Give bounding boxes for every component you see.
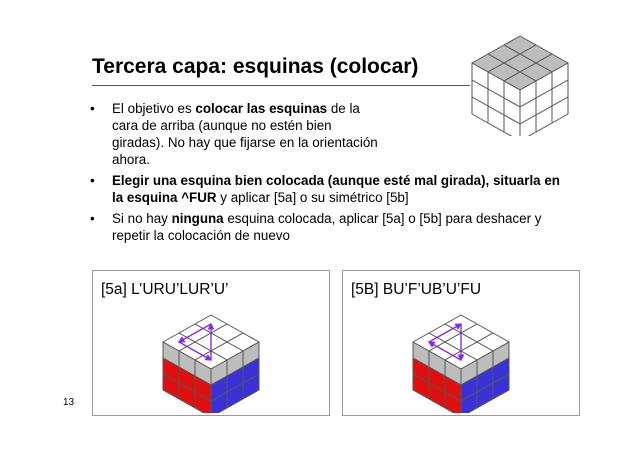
bullet-text-1c: de la cara de arriba (aunque no estén bi… — [112, 101, 378, 167]
bullet-marker: • — [90, 101, 95, 116]
title-underline — [92, 85, 470, 86]
cube-left-sticker — [503, 114, 521, 136]
bullet-text-1a: El objetivo es — [112, 101, 196, 116]
slide-title: Tercera capa: esquinas (colocar) — [92, 55, 419, 78]
bullet-2: • Elegir una esquina bien colocada (aunq… — [90, 172, 560, 206]
cube-5b-icon — [412, 314, 510, 413]
cube-right-sticker — [242, 373, 260, 400]
cube-left-sticker — [444, 391, 462, 413]
bullet-marker: • — [90, 211, 95, 226]
bullet-1: • El objetivo es colocar las esquinas de… — [90, 100, 387, 168]
bullet-text-3b: ninguna — [171, 211, 224, 226]
bullet-text-3a: Si no hay — [112, 211, 172, 226]
cube-right-sticker — [551, 96, 569, 124]
cube-left-sticker — [194, 391, 212, 413]
cube-top-layer-icon — [471, 35, 569, 136]
swap-arrow — [178, 341, 213, 361]
swap-arrow — [427, 341, 462, 361]
bullet-3: • Si no hay ninguna esquina colocada, ap… — [90, 210, 560, 244]
bullet-text-2a: Elegir una esquina bien colocada (aunque… — [112, 173, 560, 205]
bullet-text-1b: colocar las esquinas — [195, 101, 328, 116]
algorithm-label-5b: [5B] BU’F’UB’U’FU — [351, 281, 482, 298]
algorithm-panel-5a: [5a] L’URU’LUR’U’ — [92, 270, 330, 416]
bullet-marker: • — [90, 173, 95, 188]
cube-5a-icon — [162, 314, 260, 413]
page-number: 13 — [63, 397, 75, 408]
algorithm-panel-5b: [5B] BU’F’UB’U’FU — [342, 270, 580, 416]
bullet-list: • El objetivo es colocar las esquinas de… — [90, 100, 560, 248]
algorithm-label-5a: [5a] L’URU’LUR’U’ — [101, 281, 229, 298]
cube-right-sticker — [492, 373, 510, 400]
swap-arrow — [428, 323, 463, 343]
bullet-text-3c: esquina colocada, aplicar [5a] o [5b] pa… — [112, 211, 542, 243]
bullet-text-2b: y aplicar [5a] o su simétrico [5b] — [216, 190, 409, 205]
swap-arrow — [177, 323, 212, 343]
